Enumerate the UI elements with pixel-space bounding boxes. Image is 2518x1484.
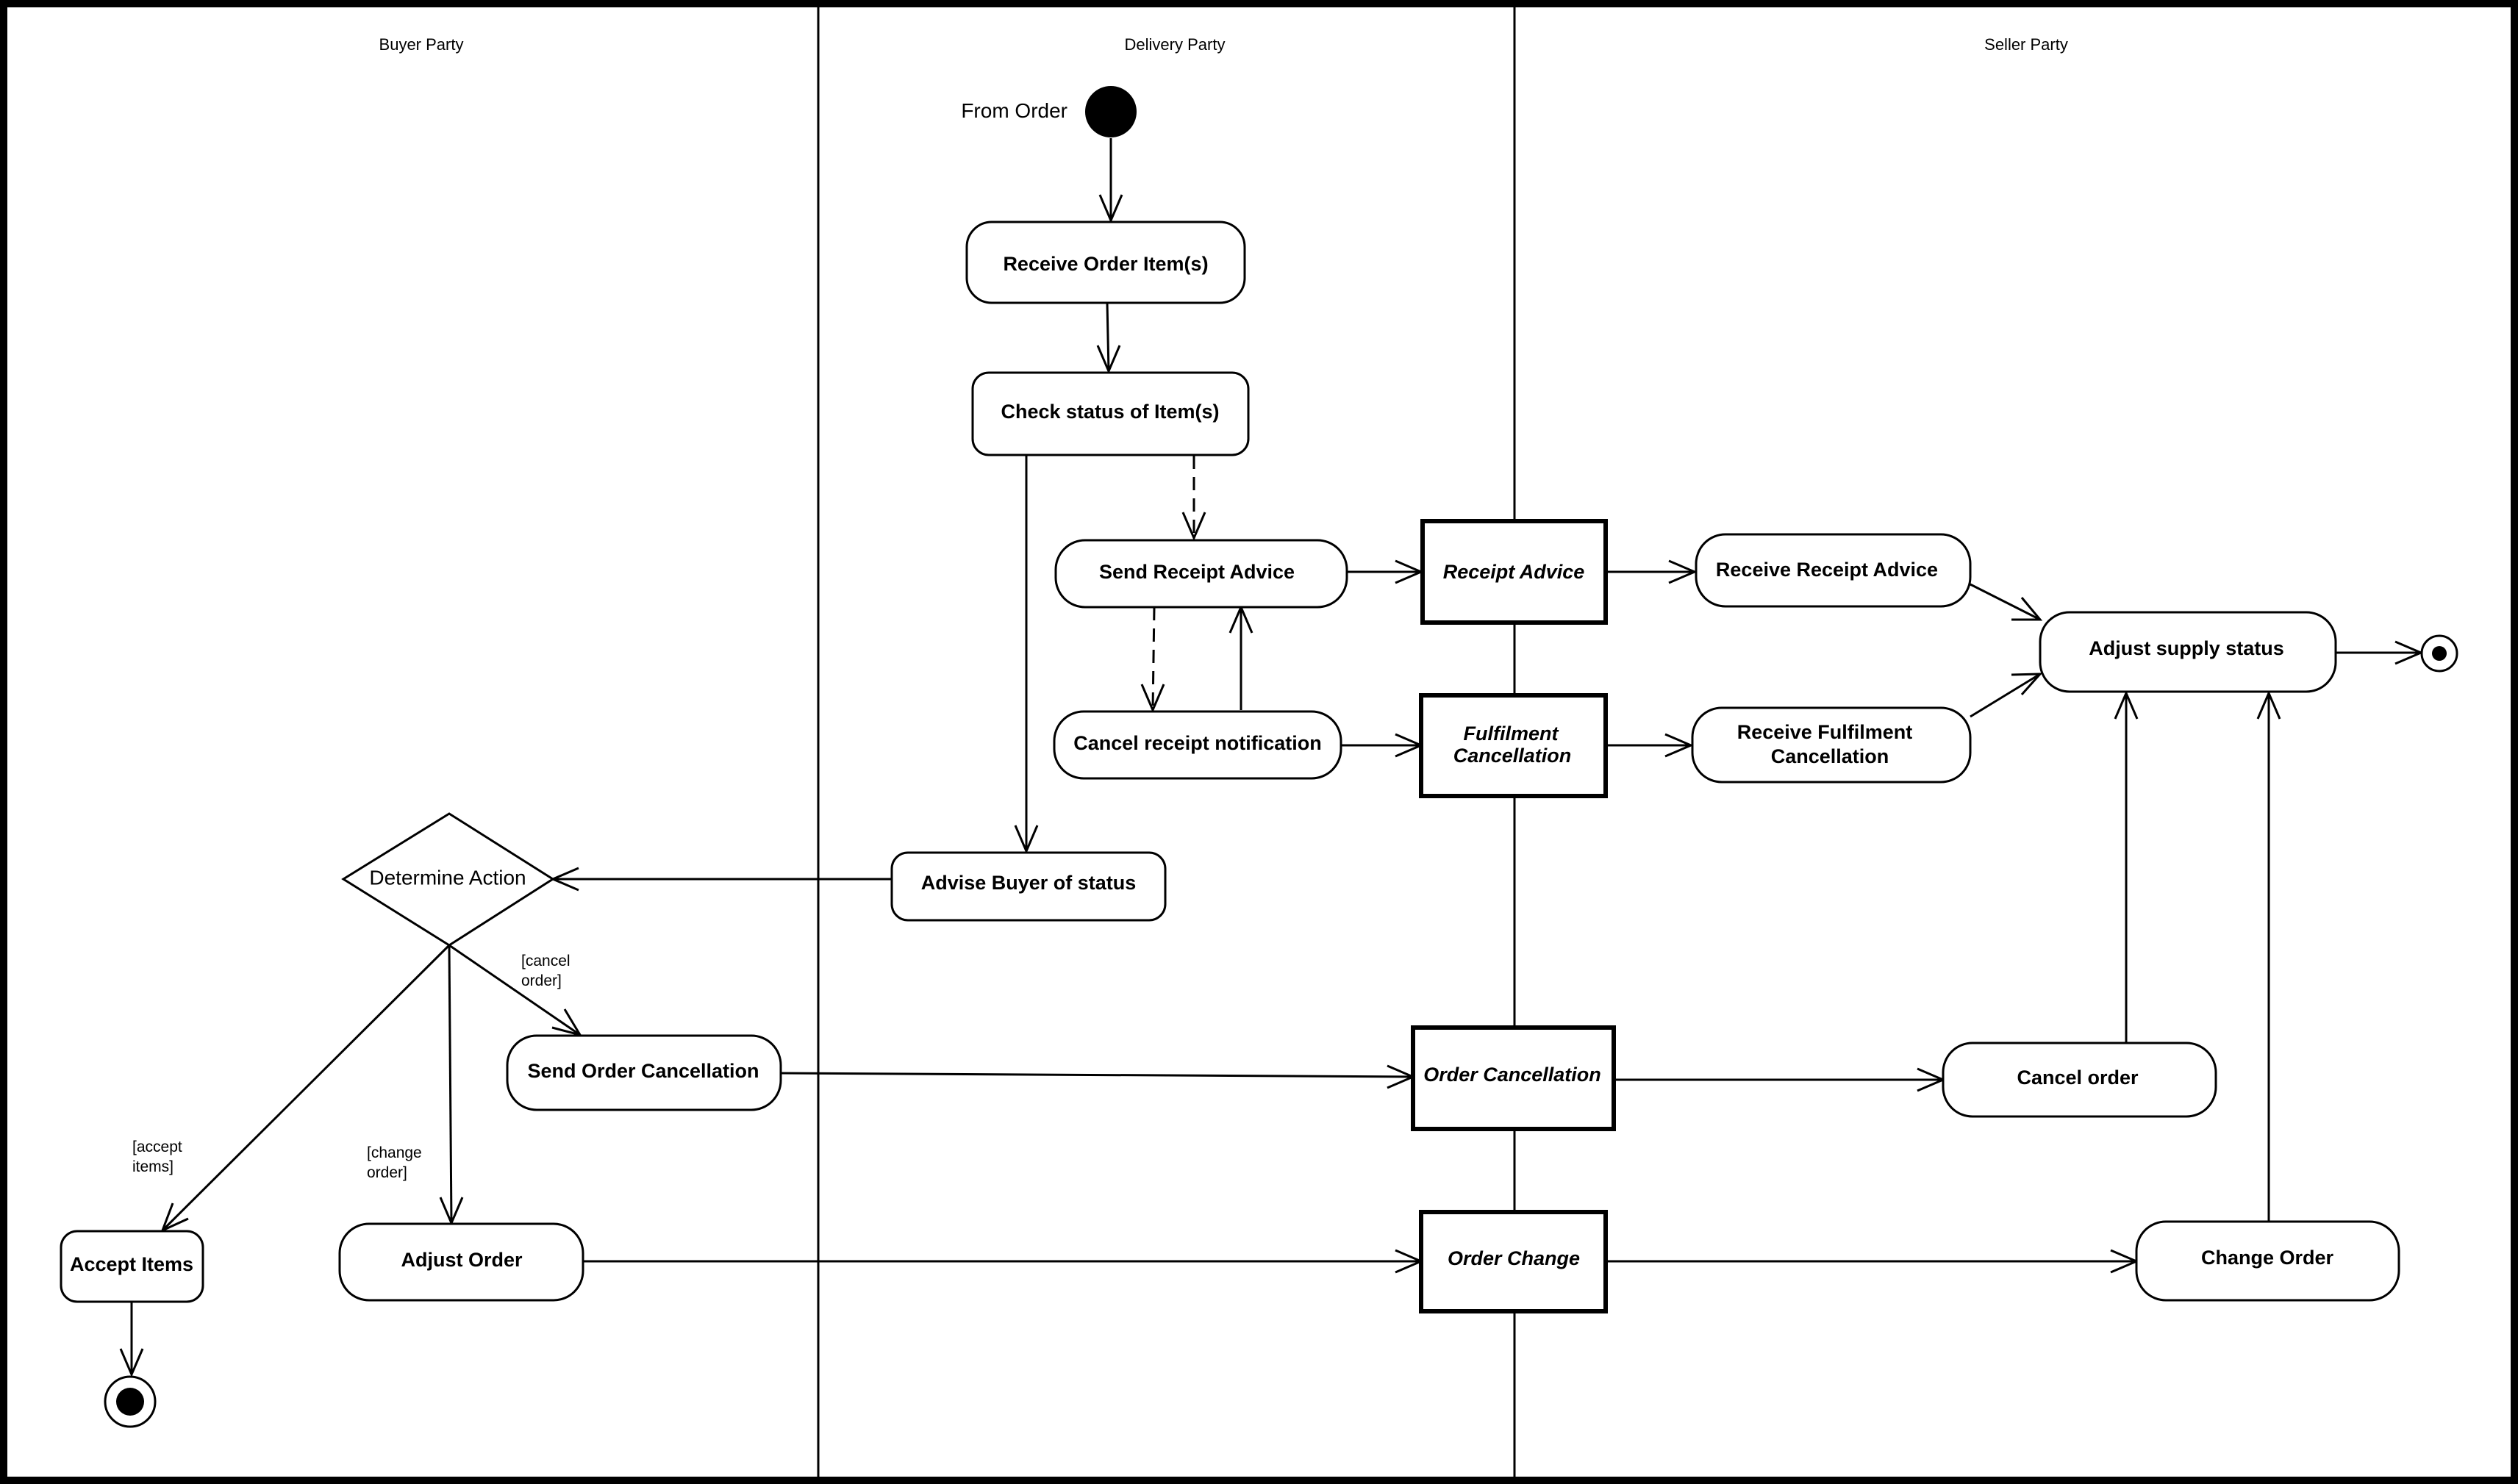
final-node-seller <box>2420 634 2458 673</box>
arrowhead <box>1098 194 1123 223</box>
activity-shape <box>1053 710 1342 780</box>
activity-shape <box>1942 1042 2217 1118</box>
activity-adjust-order: Adjust Order <box>338 1222 584 1302</box>
initial-node <box>1085 86 1137 137</box>
guard-label-line-1: [accept <box>132 1139 182 1155</box>
object-label: Order Change <box>1448 1247 1580 1269</box>
edge-receive-fulfilment-to-adjust <box>1970 673 2041 718</box>
activity-shape <box>1691 706 1972 784</box>
activity-send-receipt-advice: Send Receipt Advice <box>1054 539 1348 609</box>
edge-send-cancellation-to-object <box>780 1072 1414 1078</box>
activity-shape <box>506 1034 782 1111</box>
arrowhead <box>1096 345 1121 374</box>
start-label: From Order <box>961 99 1067 122</box>
arrowhead <box>2011 673 2043 695</box>
activity-label: Accept Items <box>70 1253 193 1275</box>
activity-adjust-supply-status: Adjust supply status <box>2039 611 2337 693</box>
activity-shape <box>2039 611 2337 693</box>
activity-shape <box>60 1230 204 1303</box>
activity-receive-receipt-advice: Receive Receipt Advice <box>1695 533 1972 608</box>
activity-accept-items: Accept Items <box>60 1230 204 1303</box>
arrowhead <box>2114 690 2139 720</box>
activity-advise-buyer: Advise Buyer of status <box>890 851 1167 922</box>
activity-receive-order-items: Receive Order Item(s) <box>965 221 1246 304</box>
activity-change-order: Change Order <box>2135 1220 2400 1302</box>
activity-cancel-receipt-notification: Cancel receipt notification <box>1053 710 1342 780</box>
object-order-change: Order Change <box>1419 1210 1608 1313</box>
activity-label: Advise Buyer of status <box>921 872 1137 894</box>
activity-label: Receive Receipt Advice <box>1716 559 1938 581</box>
edge-decision-to-send-cancellation <box>448 944 581 1036</box>
decision-label: Determine Action <box>369 866 526 889</box>
object-order-cancellation: Order Cancellation <box>1411 1025 1616 1131</box>
edges <box>119 138 2424 1377</box>
edge-decision-to-adjust-order <box>448 944 453 1224</box>
object-label-line-2: Cancellation <box>1453 745 1572 767</box>
guard-accept-items: [accept items] <box>132 1139 182 1175</box>
activity-label-line-2: Cancellation <box>1771 745 1889 767</box>
activity-shape <box>965 221 1246 304</box>
guard-label-line-1: [change <box>367 1144 422 1161</box>
lane-title-buyer: Buyer Party <box>379 35 464 54</box>
final-node-dot <box>2432 646 2447 661</box>
activity-shape <box>890 851 1167 922</box>
arrowhead <box>1664 733 1694 758</box>
edge-receive-to-check <box>1106 302 1110 372</box>
object-label: Order Cancellation <box>1423 1064 1601 1086</box>
object-label-line-1: Fulfilment <box>1464 723 1559 745</box>
final-node-buyer <box>104 1375 157 1428</box>
activity-send-order-cancellation: Send Order Cancellation <box>506 1034 782 1111</box>
object-shape <box>1411 1025 1616 1131</box>
activity-label: Cancel order <box>2017 1067 2139 1089</box>
lane-title-seller: Seller Party <box>1984 35 2068 54</box>
activity-shape <box>2135 1220 2400 1302</box>
final-node-dot <box>116 1388 144 1416</box>
arrowhead <box>1014 825 1039 854</box>
activity-label: Send Order Cancellation <box>527 1060 759 1082</box>
arrowhead <box>1181 512 1206 541</box>
arrowhead <box>1140 684 1165 713</box>
activity-label: Adjust Order <box>401 1249 523 1271</box>
activity-label: Adjust supply status <box>2089 637 2284 659</box>
activity-shape <box>338 1222 584 1302</box>
activity-label: Receive Order Item(s) <box>1003 253 1208 275</box>
activity-shape <box>1054 539 1348 609</box>
edge-receive-receipt-to-adjust <box>1970 583 2041 621</box>
arrowhead <box>2256 690 2281 720</box>
object-shape <box>1419 693 1608 798</box>
activity-receive-fulfilment-cancellation: Receive Fulfilment Cancellation <box>1691 706 1972 784</box>
guard-label-line-2: items] <box>132 1158 174 1175</box>
activity-label: Check status of Item(s) <box>1001 401 1219 423</box>
activity-label-line-1: Receive Fulfilment <box>1737 721 1913 743</box>
object-receipt-advice: Receipt Advice <box>1420 519 1608 625</box>
object-shape <box>1420 519 1608 625</box>
arrowhead <box>119 1348 144 1377</box>
guard-change-order: [change order] <box>367 1144 422 1181</box>
guard-label-line-2: order] <box>521 972 562 989</box>
activity-cancel-order: Cancel order <box>1942 1042 2217 1118</box>
guard-label-line-1: [cancel <box>521 953 571 969</box>
decision-determine-action: Determine Action <box>341 812 555 947</box>
activity-label: Change Order <box>2201 1247 2334 1269</box>
lane-title-delivery: Delivery Party <box>1125 35 1226 54</box>
edge-send-to-cancel-notification <box>1151 606 1156 711</box>
arrowhead <box>1668 559 1698 584</box>
activity-label: Send Receipt Advice <box>1099 561 1295 583</box>
arrowhead <box>2011 597 2043 621</box>
activity-shape <box>1695 533 1972 608</box>
edge-decision-to-accept <box>161 944 451 1232</box>
activity-label: Cancel receipt notification <box>1073 732 1322 754</box>
guard-cancel-order: [cancel order] <box>521 953 571 989</box>
activity-check-status: Check status of Item(s) <box>971 371 1250 456</box>
decision-diamond <box>341 812 555 947</box>
object-fulfilment-cancellation: Fulfilment Cancellation <box>1419 693 1608 798</box>
guard-label-line-2: order] <box>367 1164 407 1181</box>
activity-shape <box>971 371 1250 456</box>
object-shape <box>1419 1210 1608 1313</box>
object-label: Receipt Advice <box>1443 561 1585 583</box>
